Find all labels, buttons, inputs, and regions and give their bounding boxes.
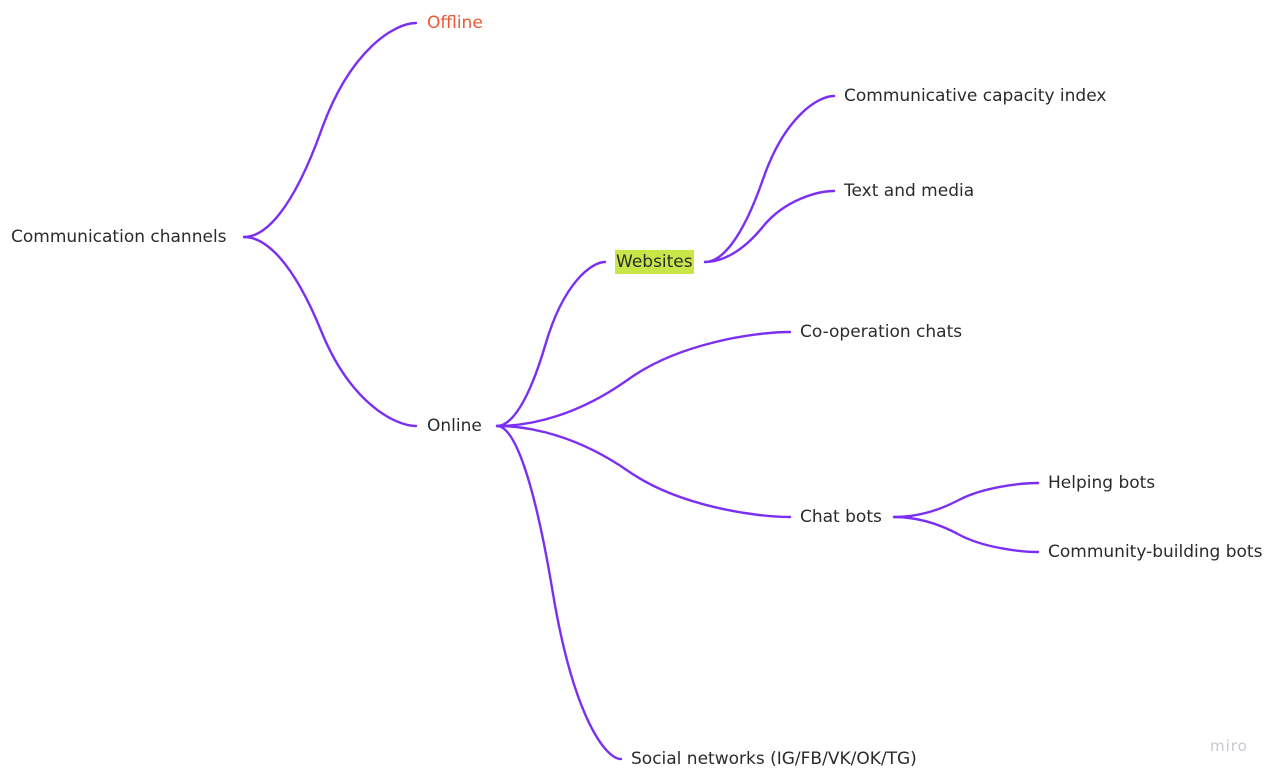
- node-community-building-bots[interactable]: Community-building bots: [1048, 542, 1263, 562]
- edge-chatbots-helping: [892, 481, 1040, 519]
- edge-websites-textmedia: [703, 189, 836, 264]
- edge-online-social: [495, 424, 623, 761]
- node-social-networks[interactable]: Social networks (IG/FB/VK/OK/TG): [631, 749, 917, 769]
- edge-root-offline: [242, 21, 418, 239]
- edge-online-chatbots: [495, 424, 792, 519]
- node-text-and-media[interactable]: Text and media: [844, 181, 975, 201]
- node-cooperation-chats[interactable]: Co-operation chats: [800, 322, 963, 342]
- edge-online-websites: [495, 260, 607, 428]
- node-online[interactable]: Online: [427, 416, 482, 436]
- node-websites[interactable]: Websites: [615, 250, 694, 274]
- node-offline[interactable]: Offline: [427, 13, 483, 33]
- miro-watermark: miro: [1210, 737, 1248, 755]
- edge-websites-capacity: [703, 94, 836, 264]
- node-communication-channels[interactable]: Communication channels: [11, 227, 227, 247]
- node-communicative-capacity-index[interactable]: Communicative capacity index: [844, 86, 1107, 106]
- node-chat-bots[interactable]: Chat bots: [800, 507, 882, 527]
- edge-online-cooperation: [495, 330, 792, 428]
- node-helping-bots[interactable]: Helping bots: [1048, 473, 1156, 493]
- edge-root-online: [242, 235, 418, 428]
- edge-chatbots-community: [892, 515, 1040, 554]
